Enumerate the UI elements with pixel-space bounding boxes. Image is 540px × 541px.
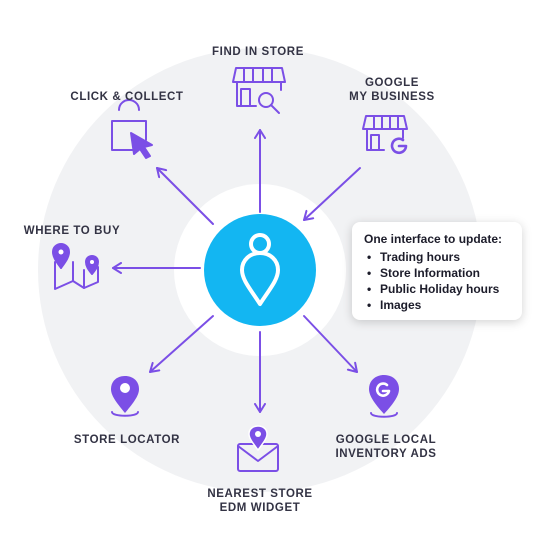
info-item-images: Images [364, 297, 512, 313]
store-search-icon [232, 67, 286, 114]
info-card: One interface to update: Trading hours S… [352, 222, 522, 320]
info-item-store-information: Store Information [364, 265, 512, 281]
label-google-local-line2: INVENTORY ADS [335, 448, 436, 460]
location-person-icon [204, 214, 316, 326]
arrow-google-my-business [303, 167, 361, 221]
map-pin-icon [111, 376, 139, 417]
label-click-collect: CLICK & COLLECT [70, 91, 183, 103]
label-google-my-business-line1: GOOGLE [365, 77, 419, 89]
email-pin-icon [237, 425, 279, 472]
arrows [112, 129, 361, 413]
arrow-google-local [303, 315, 358, 373]
store-google-icon [362, 115, 408, 155]
shopping-bag-cursor-icon [111, 99, 153, 159]
label-nearest-store-line1: NEAREST STORE [207, 488, 312, 500]
label-where-to-buy: WHERE TO BUY [24, 225, 120, 237]
label-google-local-line1: GOOGLE LOCAL [336, 434, 436, 446]
label-google-my-business-line2: MY BUSINESS [349, 91, 435, 103]
label-find-in-store: FIND IN STORE [212, 46, 304, 58]
info-item-public-holiday-hours: Public Holiday hours [364, 281, 512, 297]
google-pin-icon [369, 375, 399, 418]
label-nearest-store-line2: EDM WIDGET [220, 502, 301, 514]
label-store-locator: STORE LOCATOR [74, 434, 180, 446]
arrow-click-collect [156, 167, 214, 225]
info-card-list: Trading hours Store Information Public H… [364, 249, 512, 313]
info-item-trading-hours: Trading hours [364, 249, 512, 265]
map-pins-icon [52, 243, 99, 290]
arrow-store-locator [149, 315, 214, 373]
info-card-title: One interface to update: [364, 232, 503, 246]
